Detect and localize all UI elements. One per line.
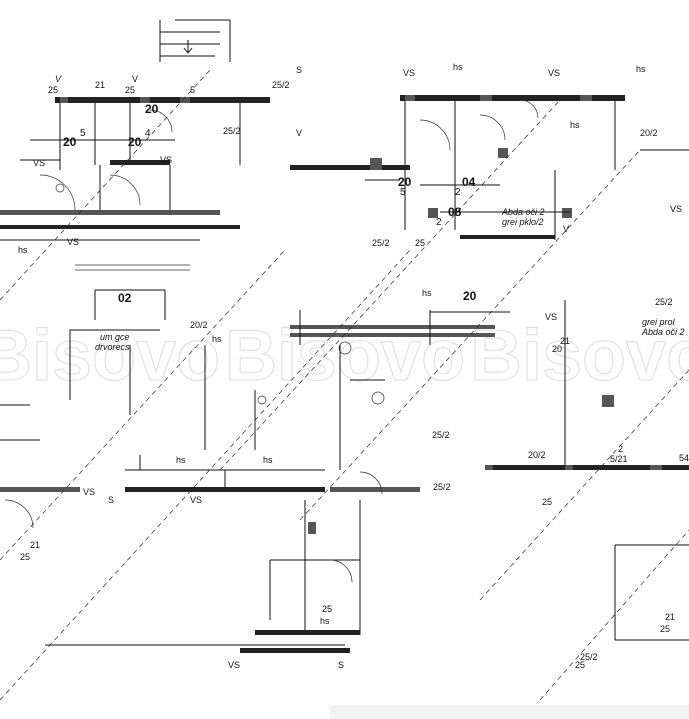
upper-left-room [0, 97, 270, 271]
watermark-right: Bisovo [470, 316, 689, 396]
label-25: 25 [542, 497, 552, 507]
label-20-2: 20/2 [528, 450, 546, 460]
labels: V 25 21 25 V 5 25/2 20 20 20 5 4 VS VS 2… [18, 62, 689, 670]
label-vs: VS [228, 660, 240, 670]
note-abdu-right: Abda oči 2 [641, 327, 685, 337]
label-hs: hs [422, 288, 432, 298]
label-21: 21 [95, 80, 105, 90]
label-21: 21 [665, 612, 675, 622]
label-25-2: 25/2 [432, 430, 450, 440]
label-hs: hs [18, 245, 28, 255]
label-v: V [296, 128, 302, 138]
label-25-2: 25/2 [372, 238, 390, 248]
label-25: 25 [575, 660, 585, 670]
label-54: 54 [679, 453, 689, 463]
label-2: 2 [618, 444, 623, 454]
label-hs: hs [636, 64, 646, 74]
label-20: 20 [398, 175, 412, 189]
label-20-2: 20/2 [190, 320, 208, 330]
upper-right-room [290, 95, 689, 240]
label-v: V [563, 224, 569, 234]
label-25: 25 [415, 238, 425, 248]
label-08: 08 [448, 205, 462, 219]
note-um-gce: um gce [100, 332, 130, 342]
label-vs: VS [190, 495, 202, 505]
label-25: 25 [322, 604, 332, 614]
label-hs: hs [453, 62, 463, 72]
label-vs: VS [548, 68, 560, 78]
label-25-2: 25/2 [433, 482, 451, 492]
label-20-2: 20/2 [640, 128, 658, 138]
label-s: S [296, 65, 302, 75]
label-5: 5 [80, 128, 86, 139]
label-v: V [55, 74, 62, 84]
label-stair-main: 20 [145, 102, 159, 116]
note-grei-top: grei pklo/2 [502, 217, 544, 227]
label-vs: VS [545, 312, 557, 322]
label-hs: hs [212, 334, 222, 344]
label-21: 21 [560, 336, 570, 346]
label-5: 5 [400, 187, 406, 198]
label-vs: VS [160, 155, 172, 165]
label-2: 2 [455, 187, 461, 198]
label-2: 2 [436, 217, 442, 228]
label-vs: VS [670, 204, 682, 214]
label-20: 20 [63, 135, 77, 149]
label-25: 25 [48, 85, 58, 95]
label-20: 20 [463, 289, 477, 303]
label-hs: hs [570, 120, 580, 130]
label-v: V [132, 74, 138, 84]
label-20: 20 [128, 135, 142, 149]
label-25: 25 [125, 85, 135, 95]
label-vs: VS [33, 158, 45, 168]
label-04: 04 [462, 175, 476, 189]
note-dvorecs: drvorecs [95, 342, 130, 352]
label-25-2: 25/2 [223, 126, 241, 136]
note-grei-right: grei prol [642, 317, 676, 327]
label-4: 4 [145, 128, 151, 139]
label-5-21: 5/21 [610, 454, 628, 464]
label-hs: hs [320, 616, 330, 626]
label-s: S [338, 660, 344, 670]
label-hs: hs [176, 455, 186, 465]
label-hs: hs [263, 455, 273, 465]
middle-section [0, 289, 614, 470]
label-vs: VS [67, 237, 79, 247]
watermark-left: Bisovo [0, 316, 220, 396]
label-stair-alt: 02 [118, 291, 132, 305]
label-vs: VS [83, 487, 95, 497]
label-25-2: 25/2 [272, 80, 290, 90]
label-s: S [108, 495, 114, 505]
diagonal-guides [0, 69, 689, 701]
label-20: 20 [552, 344, 562, 354]
label-25: 25 [660, 624, 670, 634]
label-25-2: 25/2 [580, 652, 598, 662]
lower-band [0, 455, 689, 529]
bottom-room [45, 500, 689, 653]
bottom-strip [330, 705, 689, 719]
label-25: 25 [20, 552, 30, 562]
note-abdu-top: Abda oči 2 [501, 207, 545, 217]
label-25-2: 25/2 [655, 297, 673, 307]
label-vs: VS [403, 68, 415, 78]
label-5: 5 [190, 85, 195, 95]
top-stair-block [159, 19, 231, 62]
label-21: 21 [30, 540, 40, 550]
